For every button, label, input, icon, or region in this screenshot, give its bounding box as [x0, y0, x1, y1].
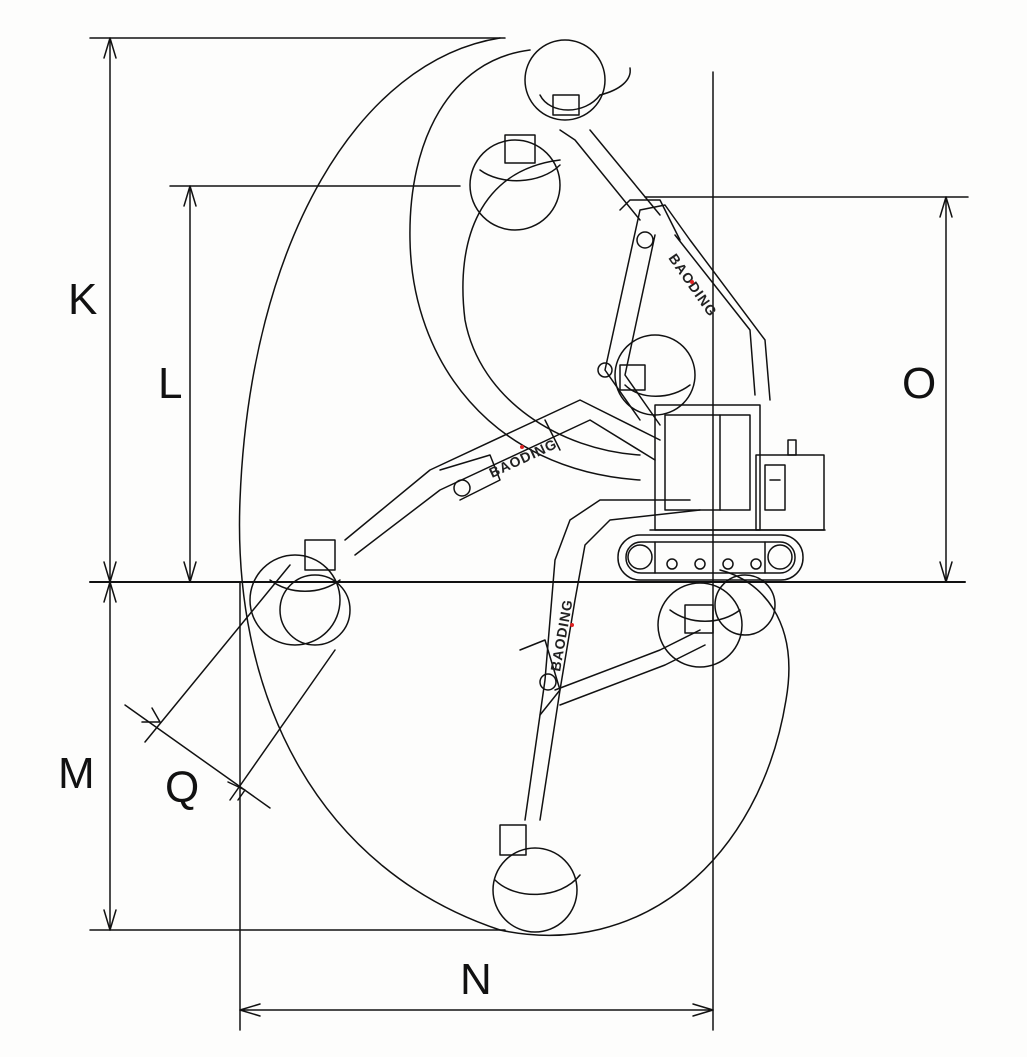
boom-up-position — [559, 129, 771, 426]
brand-accent-dot-lower — [570, 623, 574, 627]
l-arrow-bottom — [183, 561, 197, 583]
n-arrow-left — [239, 1003, 261, 1017]
brand-accent-dot-reach — [520, 445, 524, 449]
grapple-below-ground — [657, 574, 776, 668]
grapple-top — [524, 39, 631, 121]
q-arrow-1 — [141, 707, 161, 723]
dimension-label-m: M — [58, 749, 95, 798]
cab-and-engine-housing — [649, 404, 826, 531]
grapple-bottom — [492, 824, 581, 933]
grapple-upper-left — [469, 134, 561, 231]
max-reach-envelope — [238, 37, 790, 936]
m-arrow-top — [103, 581, 117, 603]
dimension-label-l: L — [158, 359, 183, 408]
q-arrow-2 — [227, 781, 246, 801]
boom-down-position — [519, 499, 706, 821]
k-arrow-top — [103, 37, 117, 59]
boom-reach-position — [344, 399, 661, 556]
l-arrow-top — [183, 185, 197, 207]
dimension-label-k: K — [68, 275, 98, 324]
o-arrow-top — [939, 196, 953, 218]
track-assembly — [617, 534, 804, 581]
inner-envelope — [409, 49, 641, 481]
q-extension-2 — [229, 649, 336, 801]
dimension-label-q: Q — [165, 763, 200, 812]
dimension-label-o: O — [902, 359, 937, 408]
q-extension-1 — [144, 564, 291, 743]
m-arrow-bottom — [103, 909, 117, 931]
o-arrow-bottom — [939, 561, 953, 583]
grapple-mid — [614, 334, 696, 416]
brand-accent-dot-upper — [690, 280, 694, 284]
grapple-left-reach — [249, 539, 351, 646]
inner-envelope-2 — [462, 159, 641, 456]
n-arrow-right — [692, 1003, 714, 1017]
dimension-label-n: N — [460, 955, 492, 1004]
